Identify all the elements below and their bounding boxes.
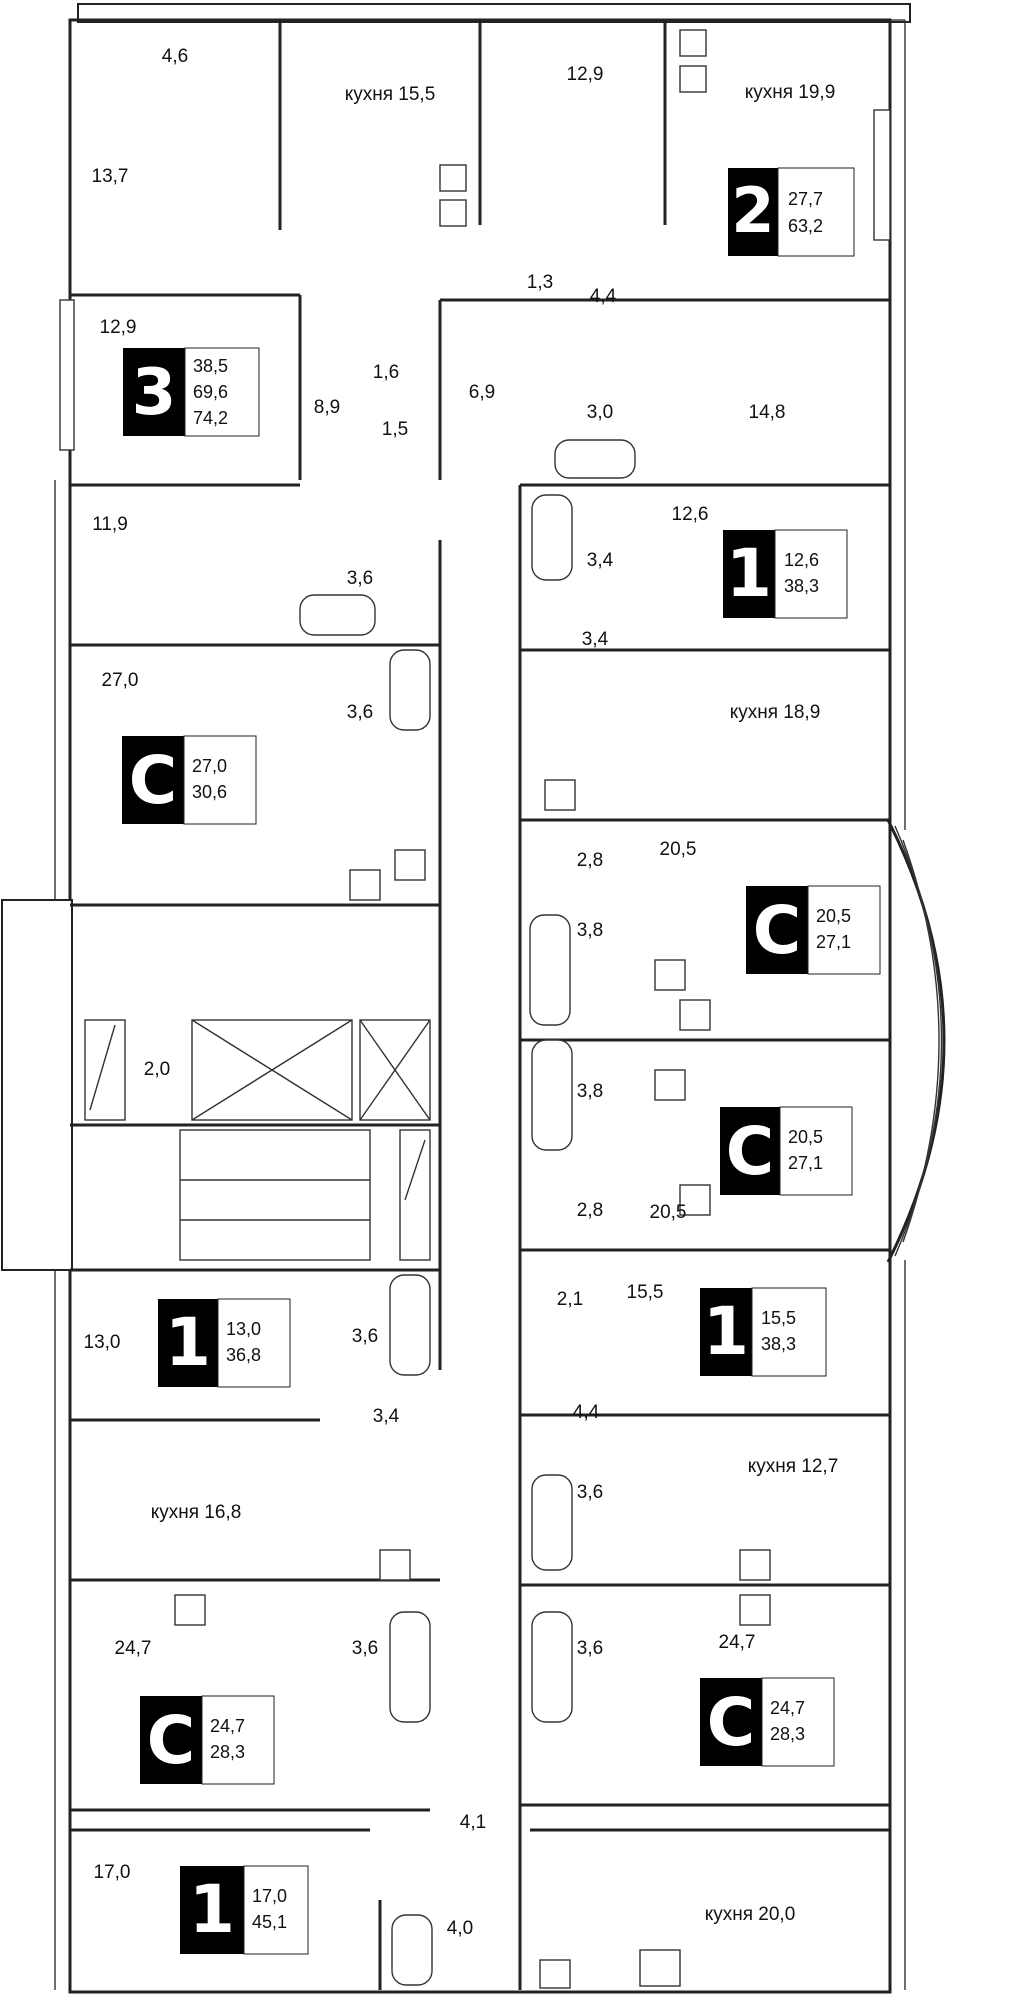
apartment-area: 24,7 bbox=[770, 1698, 805, 1718]
apartment-area: 24,7 bbox=[210, 1716, 245, 1736]
apartment-type: 1 bbox=[165, 1304, 211, 1381]
room-label: 11,9 bbox=[92, 514, 128, 535]
apartment-area: 28,3 bbox=[210, 1742, 245, 1762]
room-label: кухня 20,0 bbox=[705, 1904, 796, 1925]
apartment-badge: 1 17,0 45,1 bbox=[180, 1865, 309, 1955]
room-label: 12,9 bbox=[100, 317, 137, 338]
room-labels: 4,6 кухня 15,5 12,9 кухня 19,9 13,7 1,3 … bbox=[84, 46, 839, 1939]
room-label: 17,0 bbox=[94, 1862, 131, 1883]
apartment-badge: 1 15,5 38,3 bbox=[700, 1287, 827, 1377]
room-label: 4,0 bbox=[447, 1918, 473, 1939]
room-label: 12,6 bbox=[672, 504, 709, 525]
apartment-badge: C 24,7 28,3 bbox=[140, 1695, 275, 1785]
apartment-type: 3 bbox=[132, 356, 177, 430]
apartment-badge: 2 27,7 63,2 bbox=[728, 167, 855, 257]
room-label: 8,9 bbox=[314, 397, 340, 418]
room-label: 20,5 bbox=[650, 1202, 687, 1223]
room-label: 20,5 bbox=[660, 839, 697, 860]
room-label: 1,6 bbox=[373, 362, 399, 383]
apartment-badge: 1 12,6 38,3 bbox=[723, 529, 848, 619]
room-label: кухня 15,5 bbox=[345, 84, 436, 105]
apartment-area: 38,3 bbox=[784, 576, 819, 596]
apartment-type: 2 bbox=[731, 174, 774, 247]
apartment-area: 69,6 bbox=[193, 382, 228, 402]
room-label: 3,4 bbox=[373, 1406, 400, 1427]
apartment-area: 36,8 bbox=[226, 1345, 261, 1365]
apartment-area: 20,5 bbox=[816, 906, 851, 926]
apartment-type: 1 bbox=[189, 1871, 235, 1948]
apartment-area: 38,3 bbox=[761, 1334, 796, 1354]
room-label: 2,8 bbox=[577, 1200, 603, 1221]
apartment-area: 27,1 bbox=[788, 1153, 823, 1173]
room-label: 15,5 bbox=[627, 1282, 664, 1303]
apartment-badge: C 20,5 27,1 bbox=[746, 885, 881, 975]
room-label: 4,4 bbox=[590, 286, 617, 307]
apartment-area: 28,3 bbox=[770, 1724, 805, 1744]
apartment-area: 27,1 bbox=[816, 932, 851, 952]
room-label: 3,6 bbox=[577, 1638, 603, 1659]
apartment-badge: C 20,5 27,1 bbox=[720, 1106, 853, 1196]
apartment-area: 15,5 bbox=[761, 1308, 796, 1328]
room-label: 2,0 bbox=[144, 1059, 170, 1080]
room-label: 14,8 bbox=[749, 402, 786, 423]
room-label: 3,0 bbox=[587, 402, 613, 423]
room-label: 4,4 bbox=[573, 1402, 600, 1423]
bathroom-fixtures bbox=[174, 29, 771, 1989]
room-label: 24,7 bbox=[115, 1638, 152, 1659]
apartment-type: C bbox=[147, 1702, 195, 1779]
room-label: 3,8 bbox=[577, 920, 603, 941]
room-label: 12,9 bbox=[567, 64, 604, 85]
room-label: кухня 12,7 bbox=[748, 1456, 839, 1477]
room-label: 13,7 bbox=[92, 166, 129, 187]
room-label: 4,6 bbox=[162, 46, 188, 67]
apartment-badge: C 24,7 28,3 bbox=[700, 1677, 835, 1767]
apartment-area: 17,0 bbox=[252, 1886, 287, 1906]
apartment-area: 27,7 bbox=[788, 189, 823, 209]
room-label: 2,1 bbox=[557, 1289, 583, 1310]
apartment-badges: 2 27,7 63,2 3 38,5 69,6 74,2 1 12,6 38,3… bbox=[122, 167, 881, 1955]
room-label: 3,6 bbox=[577, 1482, 603, 1503]
apartment-area: 13,0 bbox=[226, 1319, 261, 1339]
apartment-badge: C 27,0 30,6 bbox=[122, 735, 257, 825]
room-label: 3,6 bbox=[352, 1638, 378, 1659]
apartment-area: 38,5 bbox=[193, 356, 228, 376]
room-label: кухня 19,9 bbox=[745, 82, 836, 103]
room-label: 3,8 bbox=[577, 1081, 603, 1102]
interior-walls bbox=[70, 20, 890, 1990]
room-label: 3,6 bbox=[347, 702, 373, 723]
apartment-badge: 1 13,0 36,8 bbox=[158, 1298, 291, 1388]
apartment-area: 30,6 bbox=[192, 782, 227, 802]
room-label: 3,4 bbox=[587, 550, 614, 571]
apartment-area: 27,0 bbox=[192, 756, 227, 776]
room-label: 27,0 bbox=[102, 670, 139, 691]
room-label: 13,0 bbox=[84, 1332, 121, 1353]
apartment-type: 1 bbox=[726, 535, 772, 612]
apartment-type: C bbox=[753, 892, 801, 969]
building-outline bbox=[1, 3, 946, 1994]
apartment-area: 45,1 bbox=[252, 1912, 287, 1932]
apartment-type: C bbox=[129, 742, 177, 819]
room-label: 4,1 bbox=[460, 1812, 486, 1833]
apartment-badge: 3 38,5 69,6 74,2 bbox=[123, 347, 260, 437]
room-label: кухня 18,9 bbox=[730, 702, 821, 723]
apartment-area: 63,2 bbox=[788, 216, 823, 236]
room-label: 3,6 bbox=[352, 1326, 378, 1347]
apartment-type: C bbox=[726, 1113, 774, 1190]
room-label: 1,5 bbox=[382, 419, 408, 440]
apartment-type: 1 bbox=[703, 1293, 749, 1370]
room-label: 1,3 bbox=[527, 272, 553, 293]
apartment-area: 74,2 bbox=[193, 408, 228, 428]
apartment-area: 20,5 bbox=[788, 1127, 823, 1147]
room-label: 3,4 bbox=[582, 629, 609, 650]
room-label: 2,8 bbox=[577, 850, 603, 871]
apartment-area: 12,6 bbox=[784, 550, 819, 570]
room-label: 3,6 bbox=[347, 568, 373, 589]
room-label: 24,7 bbox=[719, 1632, 756, 1653]
apartment-type: C bbox=[707, 1684, 755, 1761]
room-label: 6,9 bbox=[469, 382, 495, 403]
room-label: кухня 16,8 bbox=[151, 1502, 242, 1523]
